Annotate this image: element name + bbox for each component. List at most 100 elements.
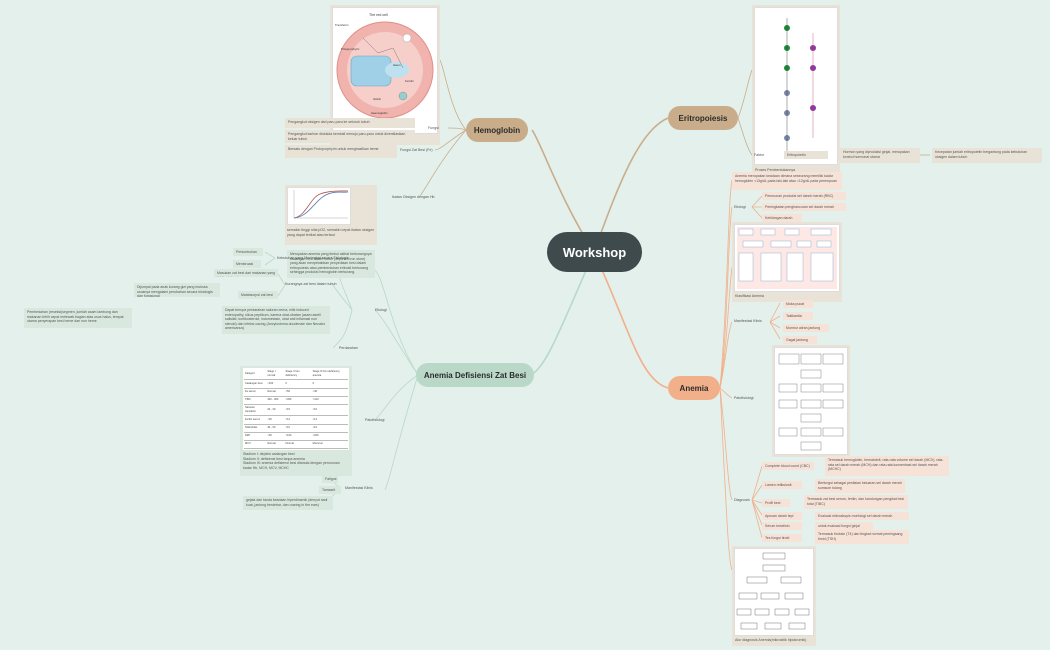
hb-biosynthesis-figure[interactable]: The red cell Transferrin Protoporphyrin … <box>332 7 438 134</box>
anemia-manifestasi-item-3[interactable]: Murmur aliran jantung <box>783 324 829 332</box>
table-cell: <40 <box>311 388 348 397</box>
anemia-etiologi-item-3[interactable]: Kehilangan darah <box>762 214 802 222</box>
eri-process-figure[interactable] <box>754 7 838 165</box>
diagnosis-tiroid-desc[interactable]: Termasuk tiroksin (T4) dan tingkat norma… <box>815 530 909 544</box>
table-cell: <15 <box>284 404 312 417</box>
central-topic-label: Workshop <box>562 244 627 260</box>
table-row: Feritin serum<20<12<12 <box>244 415 348 425</box>
eri-kecepatan-text[interactable]: Kecepatan jumlah eritropoietin bergantun… <box>932 148 1042 163</box>
adb-diet-text[interactable]: Dijumpai pada anak kurang gizi yang muko… <box>134 283 220 297</box>
topic-anemia-label: Anemia <box>679 383 709 393</box>
hb-fungsi-item-2[interactable]: Pengangkut karbon dioksida kembali menuj… <box>285 130 415 143</box>
anemia-patofisiologi-label[interactable]: Patofisiologi <box>734 396 754 400</box>
topic-eritropoiesis[interactable]: Eritropoiesis <box>668 106 738 130</box>
adb-kurang-label[interactable]: Kurangnya zat besi dalam tubuh <box>285 282 337 286</box>
table-header: Stage III Iron deficiency anemia <box>311 369 348 381</box>
adb-perdarahan-text[interactable]: Dapat berupa perdarahan saluran cerna, m… <box>222 306 330 334</box>
adb-kebutuhan-label[interactable]: Kebutuhan yang Meningkat secara Fisiolog… <box>277 256 349 260</box>
anemia-etiologi-item-1[interactable]: Penurunan produksi sel darah merah (RBC) <box>762 192 846 200</box>
topic-hemoglobin[interactable]: Hemoglobin <box>466 118 528 142</box>
hb-zatbesi-label[interactable]: Fungsi Zat Besi (Fe) <box>400 148 433 152</box>
adb-manifestasi-label[interactable]: Manifestasi Klinis <box>345 486 373 490</box>
label-transferrin: Transferrin <box>335 23 349 27</box>
table-header: Kategori <box>244 369 267 381</box>
table-cell: MCV <box>244 440 267 450</box>
table-cell: FEP <box>244 432 267 441</box>
anemia-manifestasi-item-1[interactable]: Muka pucat <box>783 300 813 308</box>
hb-ikatan-label[interactable]: Ikatan Oksigen dengan Hb <box>392 195 435 199</box>
eri-eritropoietin-label[interactable]: Eritropoietin <box>784 151 828 159</box>
label-haem: Haem <box>393 63 401 67</box>
table-cell: 0 <box>311 379 348 389</box>
anemia-etiologi-label[interactable]: Etiologi <box>734 205 746 209</box>
table-cell: 20 - 30 <box>266 404 285 417</box>
adb-etiologi-label[interactable]: Etiologi <box>375 308 387 312</box>
diagnosis-besi-desc[interactable]: Termasuk zat besi serum, feritin, dan ka… <box>804 495 908 509</box>
diagnosis-tiroid-label[interactable]: Tes fungsi tiroid <box>762 534 802 542</box>
anemia-klasifikasi-figure[interactable] <box>734 224 840 292</box>
adb-stage-table-wrap: Kategori Stage I normal Stage II Iron de… <box>243 368 349 451</box>
adb-manifestasi-item-3[interactable]: gejala dan tanda keadaan hiperdinamik (d… <box>243 496 333 510</box>
adb-definition[interactable]: Merupakan anemia yang timbul akibat berk… <box>287 250 375 278</box>
eri-figure-caption: Proses Pembentukannya <box>755 168 796 172</box>
adb-manifestasi-item-1[interactable]: Fatigue <box>322 475 338 483</box>
diagnosis-cbc-label[interactable]: Complete blood count (CBC) <box>762 462 814 470</box>
table-cell: 330 - 360 <box>266 396 285 405</box>
diagnosis-apusan-label[interactable]: Apusan darah tepi <box>762 512 802 520</box>
diagnosis-retikulosit-label[interactable]: Lamen retikulosit <box>762 481 802 489</box>
adb-perdarahan-label[interactable]: Perdarahan <box>339 346 358 350</box>
diagnosis-cbc-desc[interactable]: Termasuk hemoglobin, hematokrit, rata-ra… <box>825 456 949 476</box>
table-cell: >100 <box>284 432 312 441</box>
oxygen-curve <box>293 190 349 219</box>
anemia-alur-caption: Alur diagnosis Anemia(mikrositik hipokro… <box>735 638 807 642</box>
anemia-manifestasi-item-2[interactable]: Takikardia <box>783 312 813 320</box>
label-globin: Globin <box>373 97 382 101</box>
anemia-manifestasi-label[interactable]: Manifestasi Klinis <box>734 319 762 323</box>
table-cell: >410 <box>311 396 348 405</box>
pato-flowchart <box>778 353 844 451</box>
table-cell: Normal <box>284 440 312 450</box>
erythropoiesis-diagram <box>784 18 816 153</box>
adb-manifestasi-item-2[interactable]: Tamsarit <box>319 486 341 494</box>
topic-anemia[interactable]: Anemia <box>668 376 720 400</box>
hb-fungsi-item-1[interactable]: Pengangkut oksigen dari paru-paru ke sel… <box>285 118 415 128</box>
anemia-manifestasi-item-4[interactable]: Gagal jantung <box>783 336 817 344</box>
central-topic[interactable]: Workshop <box>547 232 642 272</box>
adb-kurang-item-1[interactable]: Masukan zat besi dari makanan yang tidak… <box>214 269 278 277</box>
diagnosis-apusan-desc[interactable]: Evaluasi mikroskopis morfologi sel darah… <box>815 512 909 520</box>
table-cell: <60 <box>284 388 312 397</box>
table-cell: Sideroblas <box>244 424 267 433</box>
diagnosis-kreatinin-desc[interactable]: untuk evaluasi fungsi ginjal <box>815 522 873 530</box>
diagnosis-kreatinin-label[interactable]: Serum kreatinin <box>762 522 802 530</box>
alur-flowchart <box>736 552 810 630</box>
adb-kebutuhan-item-1[interactable]: Pertumbuhan <box>233 248 263 256</box>
eri-eritropoietin-text[interactable]: Hormon yang diproduksi ginjal, merupakan… <box>840 148 920 163</box>
table-cell: 40 - 60 <box>266 424 285 433</box>
anemia-alur-figure[interactable] <box>734 548 814 636</box>
anemia-etiologi-item-2[interactable]: Peningkatan penghancuran sel darah merah <box>762 203 846 211</box>
adb-kurang-item-2[interactable]: Malabsorpsi zat besi <box>238 291 278 299</box>
topic-anemia-defisiensi[interactable]: Anemia Defisiensi Zat Besi <box>416 363 534 387</box>
adb-kebutuhan-item-2[interactable]: Menstruasi <box>233 260 261 268</box>
anemia-definition[interactable]: Anemia merupakan keadaan dimana seseoran… <box>732 172 842 190</box>
anemia-pato-figure[interactable] <box>774 347 848 455</box>
table-cell: Saturasi transferin <box>244 404 267 417</box>
table-cell: Fe serum <box>244 388 267 397</box>
eri-faktor-label[interactable]: Faktor <box>754 153 765 157</box>
hb-fungsi-label[interactable]: Fungsi <box>428 126 439 130</box>
adb-patofisiologi-label[interactable]: Patofisiologi <box>365 418 385 422</box>
table-header: Stage II Iron deficiency <box>284 369 312 381</box>
table-cell: TIBC <box>244 396 267 405</box>
diagnosis-retikulosit-desc[interactable]: Berfungsi sebagai penilaian keluaran sel… <box>815 479 905 493</box>
hb-zatbesi-text[interactable]: Bersatu dengan Protoporphyrin untuk meng… <box>285 145 397 158</box>
diagnosis-besi-label[interactable]: Profil besi <box>762 499 790 507</box>
oxygen-dissociation-figure[interactable] <box>287 187 351 225</box>
adb-stage-panel[interactable]: Kategori Stage I normal Stage II Iron de… <box>240 366 352 476</box>
anemia-klasifikasi-caption: Klasifikasi Anemia <box>735 294 764 298</box>
anemia-diagnosis-label[interactable]: Diagnosis <box>734 498 750 502</box>
adb-gastrektomi-text[interactable]: Pembedahan (reseksi)segmen, jumlah asam … <box>24 308 132 328</box>
